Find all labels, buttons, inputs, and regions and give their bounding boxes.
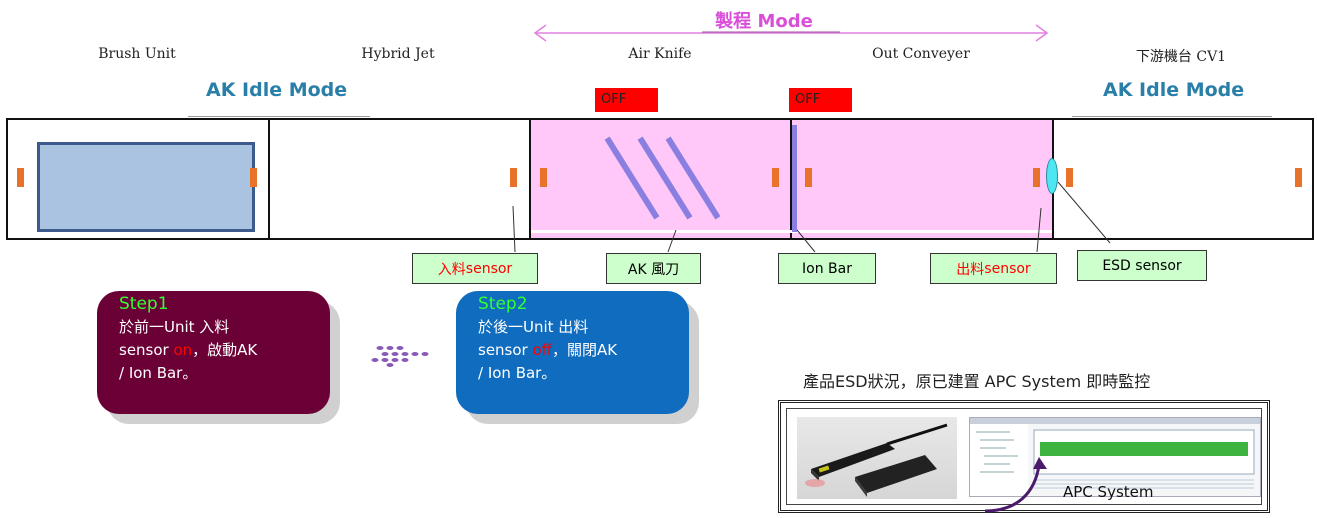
apc-screen <box>969 417 1261 497</box>
apc-frame: APC System <box>778 400 1270 513</box>
apc-inner-frame <box>786 408 1262 505</box>
sensor-mark-conveyer-out <box>1033 168 1040 187</box>
step1-action: ，啟動AK <box>192 341 258 359</box>
step1-line2: sensor on，啟動AK <box>119 339 316 362</box>
air-knife-off-badge: OFF <box>595 88 658 112</box>
callout-lines <box>512 181 1111 253</box>
ion-bar-label: Ion Bar <box>778 253 876 284</box>
esd-sensor-photo <box>797 417 957 499</box>
unit-label-downstream-cv1: 下游機台 CV1 <box>1135 49 1227 65</box>
idle-mode-right: AK Idle Mode <box>1103 79 1245 101</box>
esd-sensor-device <box>1046 158 1058 194</box>
glass-panel <box>37 142 255 232</box>
step2-line3: / Ion Bar。 <box>478 364 557 382</box>
step1-line3: / Ion Bar。 <box>119 364 198 382</box>
step1-box: Step1 於前一Unit 入料 sensor on，啟動AK / Ion Ba… <box>97 291 330 414</box>
ion-bar <box>792 125 797 232</box>
process-zone-floor <box>531 230 1052 233</box>
process-mode-arrow <box>533 24 1049 42</box>
out-sensor-prefix: 出料 <box>956 261 985 278</box>
apc-screen-art <box>970 418 1260 496</box>
apc-system-label: APC System <box>1063 483 1154 501</box>
step2-action: ，關閉AK <box>552 341 618 359</box>
ak-knife-label: AK 風刀 <box>606 253 701 284</box>
sensor-mark-conveyer-in <box>805 168 812 187</box>
in-sensor-suffix: sensor <box>465 260 513 277</box>
step1-title: Step1 <box>119 294 169 314</box>
step2-line1: 於後一Unit 出料 <box>478 318 589 336</box>
sensor-mark-brush-out <box>250 168 257 187</box>
ion-bar-off-badge: OFF <box>789 88 852 112</box>
step2-box: Step2 於後一Unit 出料 sensor off，關閉AK / Ion B… <box>456 291 689 414</box>
sensor-mark-hybrid-out <box>510 168 517 187</box>
step1-sensor-text: sensor <box>119 341 174 359</box>
esd-sensor-photo-art <box>805 423 948 497</box>
sensor-mark-cv1-in <box>1066 168 1073 187</box>
process-mode-title: 製程 Mode <box>715 11 813 32</box>
step2-state: off <box>532 341 552 359</box>
sensor-mark-brush-in <box>17 168 24 187</box>
sensor-mark-airknife-in <box>540 168 547 187</box>
sensor-mark-cv1-out <box>1295 168 1302 187</box>
unit-label-air-knife: Air Knife <box>628 46 692 62</box>
apc-link-arrow <box>984 457 1047 513</box>
idle-mode-left-underline <box>188 116 370 117</box>
unit-label-hybrid-jet: Hybrid Jet <box>361 46 435 62</box>
apc-caption: 產品ESD狀況，原已建置 APC System 即時監控 <box>803 372 1151 391</box>
step2-line2: sensor off，關閉AK <box>478 339 675 362</box>
unit-label-brush: Brush Unit <box>98 46 176 62</box>
step1-line1: 於前一Unit 入料 <box>119 318 230 336</box>
step2-sensor-text: sensor <box>478 341 533 359</box>
in-sensor-prefix: 入料 <box>437 261 466 278</box>
step2-title: Step2 <box>478 294 528 314</box>
transition-arrow <box>371 346 429 367</box>
esd-sensor-label: ESD sensor <box>1077 250 1207 281</box>
unit-label-out-conveyer: Out Conveyer <box>872 46 970 62</box>
sensor-mark-airknife-out <box>772 168 779 187</box>
out-sensor-suffix: sensor <box>984 260 1031 277</box>
idle-mode-right-underline <box>1072 116 1272 117</box>
step1-state: on <box>173 341 193 359</box>
idle-mode-left: AK Idle Mode <box>206 79 348 101</box>
